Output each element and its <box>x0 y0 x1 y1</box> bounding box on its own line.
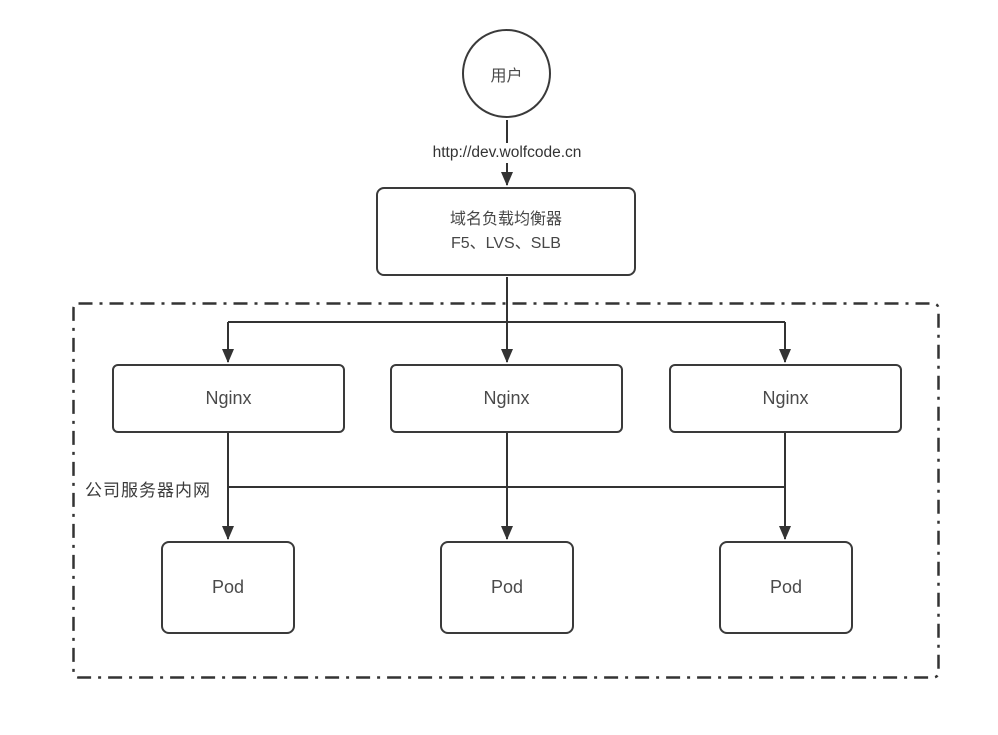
load-balancer-title: 域名负载均衡器 <box>449 210 562 228</box>
intranet-label: 公司服务器内网 <box>85 481 211 500</box>
pod-node-2: Pod <box>440 541 574 634</box>
nginx-node-2: Nginx <box>390 364 623 433</box>
nginx-node-1: Nginx <box>112 364 345 433</box>
user-node: 用户 <box>462 29 551 118</box>
intranet-boundary <box>72 302 940 679</box>
user-node-label: 用户 <box>490 67 523 85</box>
pod-node-3: Pod <box>719 541 853 634</box>
load-balancer-subtitle: F5、LVS、SLB <box>451 234 561 252</box>
pod-node-3-label: Pod <box>769 577 803 597</box>
nginx-node-3: Nginx <box>669 364 902 433</box>
nginx-node-1-label: Nginx <box>205 388 252 408</box>
pod-node-2-label: Pod <box>490 577 524 597</box>
nginx-node-3-label: Nginx <box>762 388 809 408</box>
request-url-label: http://dev.wolfcode.cn <box>402 143 612 163</box>
nginx-node-2-label: Nginx <box>483 388 530 408</box>
load-balancer-node: 域名负载均衡器 F5、LVS、SLB <box>376 187 636 276</box>
pod-node-1-label: Pod <box>211 577 245 597</box>
pod-node-1: Pod <box>161 541 295 634</box>
